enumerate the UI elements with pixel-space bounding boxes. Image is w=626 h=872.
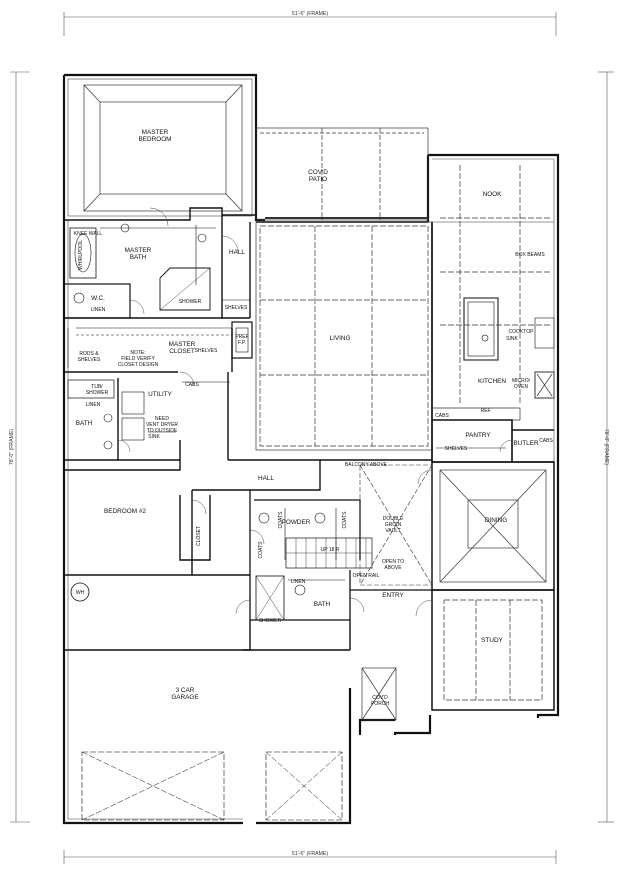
label-powder: POWDER bbox=[282, 519, 311, 526]
label-garage-1: 3 CAR bbox=[176, 687, 195, 694]
note-shower-mb: SHOWER bbox=[179, 299, 202, 305]
note-closet-b2: CLOSET bbox=[196, 526, 202, 546]
note-linen-bath: LINEN bbox=[86, 402, 101, 408]
note-coats-2: COATS bbox=[278, 511, 284, 529]
label-master-bath-1: MASTER bbox=[125, 247, 152, 254]
note-box-beams: BOX BEAMS bbox=[515, 252, 545, 258]
label-hall-mid: HALL bbox=[258, 475, 274, 482]
note-ref: REF. bbox=[481, 408, 492, 414]
note-fireplace-2: F.P. bbox=[238, 340, 246, 346]
note-up-stairs: UP 18 R bbox=[321, 547, 340, 553]
garage bbox=[64, 582, 351, 821]
dim-right: 78'-0" (FRAME) bbox=[603, 429, 609, 466]
label-master-bath-2: BATH bbox=[130, 254, 147, 261]
note-rods-shelves-1: RODS & bbox=[79, 351, 99, 357]
note-balcony: BALCONY ABOVE bbox=[345, 462, 388, 468]
label-dining: DINING bbox=[485, 517, 507, 524]
note-fireplace-1: PREF bbox=[235, 334, 248, 340]
covered-patio bbox=[255, 127, 429, 221]
note-shelves-mb: SHELVES bbox=[225, 305, 248, 311]
label-garage-2: GARAGE bbox=[171, 694, 198, 701]
note-rods-shelves-2: SHELVES bbox=[78, 357, 101, 363]
note-cabs-b: CABS bbox=[539, 438, 553, 444]
note-cooktop: COOKTOP bbox=[509, 329, 535, 335]
living-room bbox=[255, 221, 433, 451]
label-covd-porch-2: PORCH bbox=[371, 701, 389, 707]
note-coats-1: COATS bbox=[258, 541, 264, 559]
note-coats-3: COATS bbox=[342, 511, 348, 529]
label-master-bedroom-1: MASTER bbox=[142, 129, 169, 136]
label-master-closet-2: CLOSET bbox=[169, 348, 195, 355]
note-open-above-1: OPEN TO bbox=[382, 559, 404, 565]
label-utility: UTILITY bbox=[148, 391, 173, 398]
annotation-notes: WHIRLPOOL KNEE WALL SHOWER SHELVES LINEN… bbox=[74, 231, 554, 624]
label-covd-porch-1: COV'D bbox=[372, 695, 388, 701]
note-linen-c: LINEN bbox=[291, 579, 306, 585]
note-wh: WH bbox=[76, 590, 85, 596]
note-cabs-k: CABS bbox=[435, 413, 449, 419]
note-whirlpool: WHIRLPOOL bbox=[78, 240, 84, 270]
label-hall-upper: HALL bbox=[229, 249, 245, 256]
label-master-bedroom-2: BEDROOM bbox=[138, 136, 171, 143]
covered-porch bbox=[361, 667, 397, 721]
note-micro-oven-2: OVEN bbox=[514, 384, 529, 390]
nook-kitchen bbox=[431, 165, 555, 462]
note-open-above-2: ABOVE bbox=[384, 565, 402, 571]
note-cabs-util: CABS bbox=[185, 382, 199, 388]
study bbox=[431, 589, 555, 711]
note-double-vault-3: VAULT bbox=[385, 528, 400, 534]
note-knee-wall: KNEE WALL bbox=[74, 231, 103, 237]
label-master-closet-1: MASTER bbox=[169, 341, 196, 348]
note-need-vent-2: VENT DRYER bbox=[146, 422, 178, 428]
note-double-vault-2: GROIN bbox=[385, 522, 402, 528]
label-study: STUDY bbox=[481, 637, 503, 644]
center-bath bbox=[255, 570, 351, 621]
label-butler: BUTLER bbox=[513, 440, 539, 447]
note-shelves-p: SHELVES bbox=[445, 446, 468, 452]
label-living: LIVING bbox=[330, 335, 351, 342]
master-closet bbox=[64, 317, 253, 373]
mid-hall bbox=[64, 459, 432, 491]
label-wc: W.C. bbox=[91, 295, 105, 302]
label-covd-patio-2: PATIO bbox=[309, 176, 327, 183]
note-tub-shower-1: TUB/ bbox=[91, 384, 103, 390]
dim-bottom: 51'-6" (FRAME) bbox=[292, 851, 329, 857]
label-pantry: PANTRY bbox=[465, 432, 491, 439]
note-mc-1: NOTE: bbox=[130, 350, 145, 356]
door-swings bbox=[117, 207, 513, 617]
note-need-vent-3: TO OUTSIDE bbox=[147, 428, 178, 434]
note-sink-k: SINK bbox=[506, 336, 518, 342]
label-covd-patio-1: COV'D bbox=[308, 169, 328, 176]
note-mc-3: CLOSET DESIGN bbox=[118, 362, 159, 368]
master-bedroom-ceiling bbox=[83, 84, 243, 212]
dim-left: 78'-0" (FRAME) bbox=[9, 429, 15, 466]
note-shower-c: SHOWER bbox=[259, 618, 282, 624]
label-entry: ENTRY bbox=[382, 592, 404, 599]
dim-top: 51'-6" (FRAME) bbox=[292, 11, 329, 17]
label-kitchen: KITCHEN bbox=[478, 378, 506, 385]
note-open-rail: OPEN RAIL bbox=[353, 573, 380, 579]
bedroom-2 bbox=[64, 490, 250, 576]
entry-vault bbox=[350, 464, 433, 591]
label-bath-left: BATH bbox=[76, 420, 93, 427]
note-need-vent-1: NEED bbox=[155, 416, 169, 422]
note-tub-shower-2: SHOWER bbox=[86, 390, 109, 396]
label-nook: NOOK bbox=[483, 191, 503, 198]
note-micro-oven-1: MICRO/ bbox=[512, 378, 531, 384]
note-mc-2: FIELD VERIFY bbox=[121, 356, 155, 362]
upper-hall bbox=[222, 214, 256, 318]
note-linen-wc: LINEN bbox=[91, 307, 106, 313]
note-shelves-mc: SHELVES bbox=[195, 348, 218, 354]
label-bath-center: BATH bbox=[314, 601, 331, 608]
note-sink-util: SINK bbox=[148, 434, 160, 440]
label-bedroom-2: BEDROOM #2 bbox=[104, 508, 146, 515]
room-labels: MASTER BEDROOM COV'D PATIO NOOK MASTER B… bbox=[76, 129, 539, 707]
note-double-vault-1: DOUBLE bbox=[383, 516, 404, 522]
dimension-lines bbox=[10, 12, 614, 864]
